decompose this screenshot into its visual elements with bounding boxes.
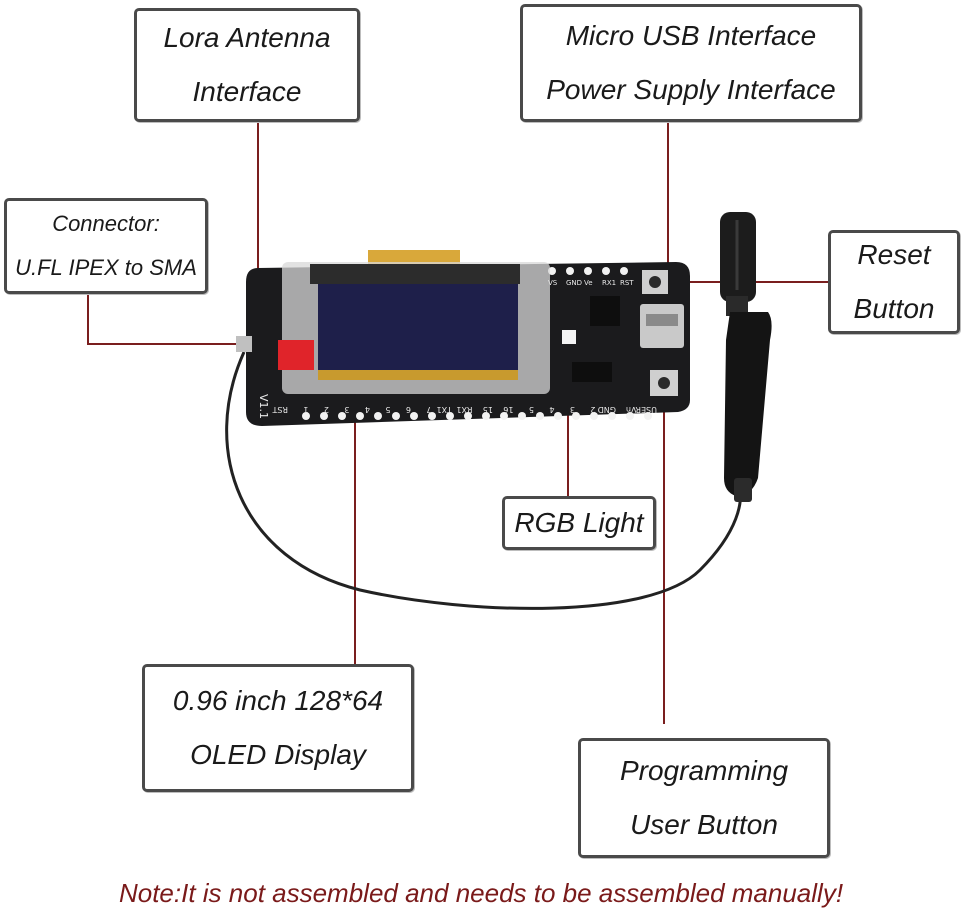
oled-line2: OLED Display <box>190 739 366 770</box>
pin-label-bottom: 5 <box>529 405 534 414</box>
pin-label-bottom: 5 <box>385 405 390 414</box>
pin-label-bottom: 4 <box>549 405 554 414</box>
pin-label-top: VS <box>548 279 558 287</box>
pin-label-bottom: 1 <box>303 405 308 414</box>
pin-label-bottom: 3 <box>570 405 575 414</box>
lora-antenna-line2: Interface <box>192 76 302 107</box>
pin-label-bottom: 2 <box>590 405 595 414</box>
antenna-cable <box>225 351 742 610</box>
oled-screen <box>318 284 518 374</box>
pin-label-bottom: Vn <box>626 405 637 414</box>
oled-line1: 0.96 inch 128*64 <box>172 685 384 716</box>
pin-label-bottom: 3 <box>344 405 349 414</box>
lora-antenna-line1: Lora Antenna <box>163 22 331 53</box>
programming-line1: Programming <box>619 755 789 786</box>
rgb-led <box>562 330 576 344</box>
ufl-connector <box>236 336 252 352</box>
micro-usb-callout: Micro USB Interface Power Supply Interfa… <box>520 4 862 122</box>
pin-label-bottom: TX1 <box>437 405 453 414</box>
pin-label-top: RX1 <box>602 279 616 287</box>
pin-label-bottom: RX1 <box>456 405 472 414</box>
connector-callout: Connector: U.FL IPEX to SMA <box>4 198 208 294</box>
programming-line2: User Button <box>630 809 778 840</box>
micro-usb-line2: Power Supply Interface <box>546 74 836 105</box>
pin-label-bottom: 15 <box>483 405 493 414</box>
oled-display-callout: 0.96 inch 128*64 OLED Display <box>142 664 414 792</box>
pin-label-bottom: USER <box>635 405 657 414</box>
connector-line1: Connector: <box>52 211 160 236</box>
programming-button-callout: Programming User Button <box>578 738 830 858</box>
rgb-line1: RGB Light <box>514 507 644 538</box>
board-version-label: V1.1 <box>257 394 270 419</box>
sma-antenna <box>720 212 772 502</box>
pin-label-top: GND <box>566 279 582 287</box>
lora-antenna-callout: Lora Antenna Interface <box>134 8 360 122</box>
connector-line2: U.FL IPEX to SMA <box>15 255 197 280</box>
connector-leader <box>87 292 240 345</box>
pin-label-bottom: 6 <box>406 405 411 414</box>
pin-label-top: Ve <box>584 279 593 287</box>
reset-line1: Reset <box>857 239 931 270</box>
pin-label-top: RST <box>620 279 634 287</box>
reset-line2: Button <box>853 293 935 324</box>
pin-label-bottom: RST <box>272 405 288 414</box>
pin-label-bottom: 2 <box>324 405 329 414</box>
micro-usb-line1: Micro USB Interface <box>565 20 817 51</box>
pin-label-bottom: 7 <box>426 405 431 414</box>
oled-ribbon <box>368 250 460 264</box>
antenna-tape <box>278 340 314 370</box>
reset-button-callout: Reset Button <box>828 230 960 334</box>
pcb-board <box>236 250 690 426</box>
pin-label-bottom: 16 <box>503 405 513 414</box>
rgb-light-callout: RGB Light <box>502 496 656 550</box>
assembly-note: Note:It is not assembled and needs to be… <box>118 878 844 908</box>
pin-label-bottom: 4 <box>365 405 370 414</box>
pin-label-bottom: GND <box>598 405 616 414</box>
